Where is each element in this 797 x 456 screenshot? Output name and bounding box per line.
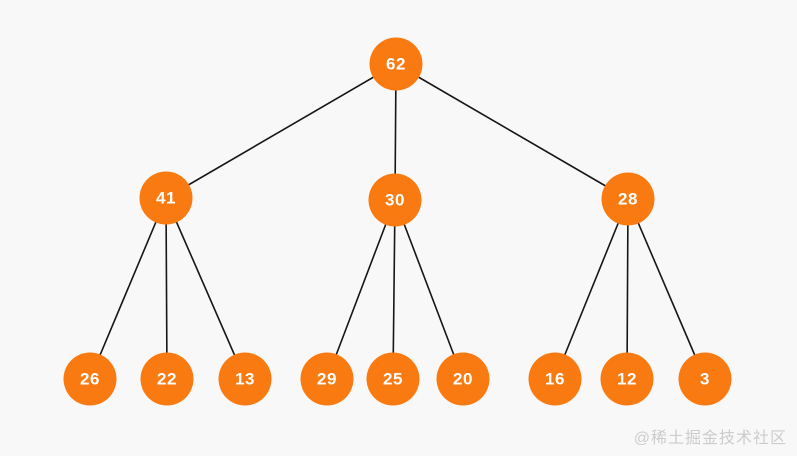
- tree-node-30: 30: [368, 173, 422, 227]
- tree-edge-62-41: [165, 63, 397, 199]
- tree-node-13: 13: [218, 352, 272, 406]
- tree-node-25: 25: [366, 352, 420, 406]
- tree-node-28: 28: [601, 172, 655, 226]
- tree-node-62: 62: [369, 37, 423, 91]
- tree-node-29: 29: [300, 352, 354, 406]
- tree-edge-62-28: [395, 63, 629, 200]
- tree-node-22: 22: [140, 352, 194, 406]
- tree-edge-30-29: [326, 199, 396, 380]
- tree-edge-41-26: [89, 197, 167, 380]
- tree-edge-30-25: [392, 199, 396, 380]
- tree-edge-28-16: [554, 198, 629, 380]
- tree-node-41: 41: [139, 171, 193, 225]
- tree-node-12: 12: [600, 352, 654, 406]
- tree-edge-28-12: [626, 198, 629, 380]
- tree-edge-41-13: [165, 197, 246, 380]
- tree-edge-30-20: [394, 199, 464, 380]
- tree-edge-28-3: [627, 198, 706, 380]
- tree-node-3: 3: [678, 352, 732, 406]
- tree-node-16: 16: [528, 352, 582, 406]
- tree-node-20: 20: [436, 352, 490, 406]
- tree-edge-41-22: [165, 197, 168, 380]
- tree-node-26: 26: [63, 352, 117, 406]
- watermark: @稀土掘金技术社区: [633, 430, 787, 447]
